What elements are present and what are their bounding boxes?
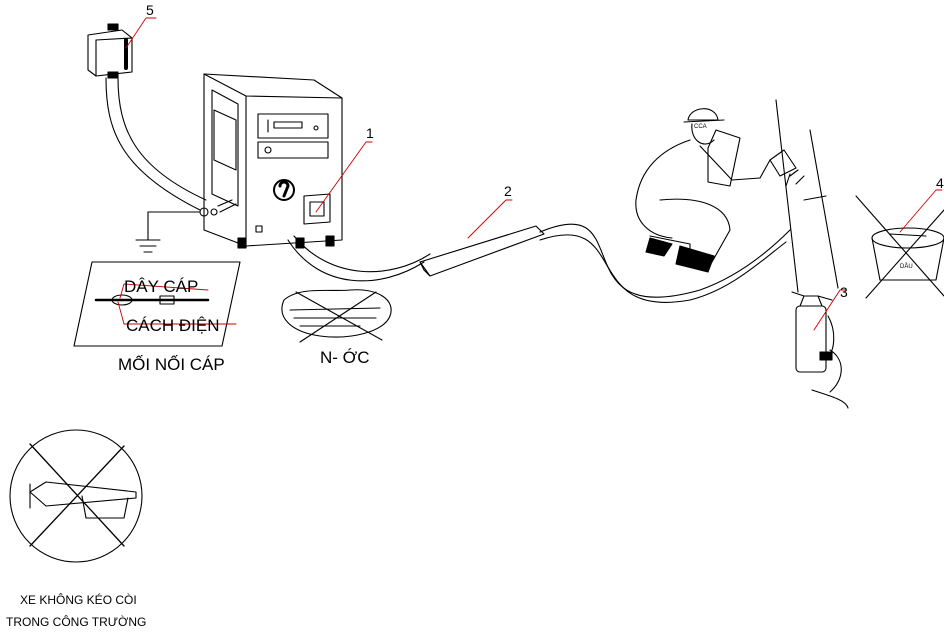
- water-puddle: [282, 290, 391, 342]
- oil-bucket: [856, 196, 944, 298]
- supply-cable: [106, 78, 206, 210]
- oil-label: DẦU: [900, 263, 913, 270]
- callout-1: 1: [366, 125, 374, 141]
- workpiece-wall: [776, 100, 838, 292]
- fire-extinguisher: [792, 292, 848, 408]
- no-horn-sign: [10, 430, 142, 562]
- horn-caption-line1: XE KHÔNG KÉO CÒI: [20, 592, 137, 607]
- insulation-label: CÁCH ĐIỆN: [126, 316, 220, 335]
- leader-2: [468, 200, 512, 238]
- callout-2: 2: [504, 183, 512, 199]
- leader-5: [126, 18, 156, 48]
- callout-5: 5: [146, 2, 154, 18]
- water-label: N- ỚC: [320, 348, 370, 367]
- horn-caption-line2: TRONG CÔNG TRƯỜNG: [6, 614, 146, 629]
- callout-4: 4: [936, 175, 944, 191]
- switch-box: [88, 24, 132, 78]
- cable-label: DÂY CÁP: [124, 277, 198, 296]
- cable-joint-caption: MỐI NỐI CÁP: [118, 354, 225, 374]
- cable-connector: [420, 226, 544, 276]
- callout-3: 3: [840, 284, 848, 300]
- ground-symbol: [136, 200, 236, 252]
- welding-machine: [204, 74, 342, 248]
- leader-1: [316, 142, 372, 212]
- helmet-label: CCA: [694, 124, 707, 130]
- leader-4: [900, 190, 942, 232]
